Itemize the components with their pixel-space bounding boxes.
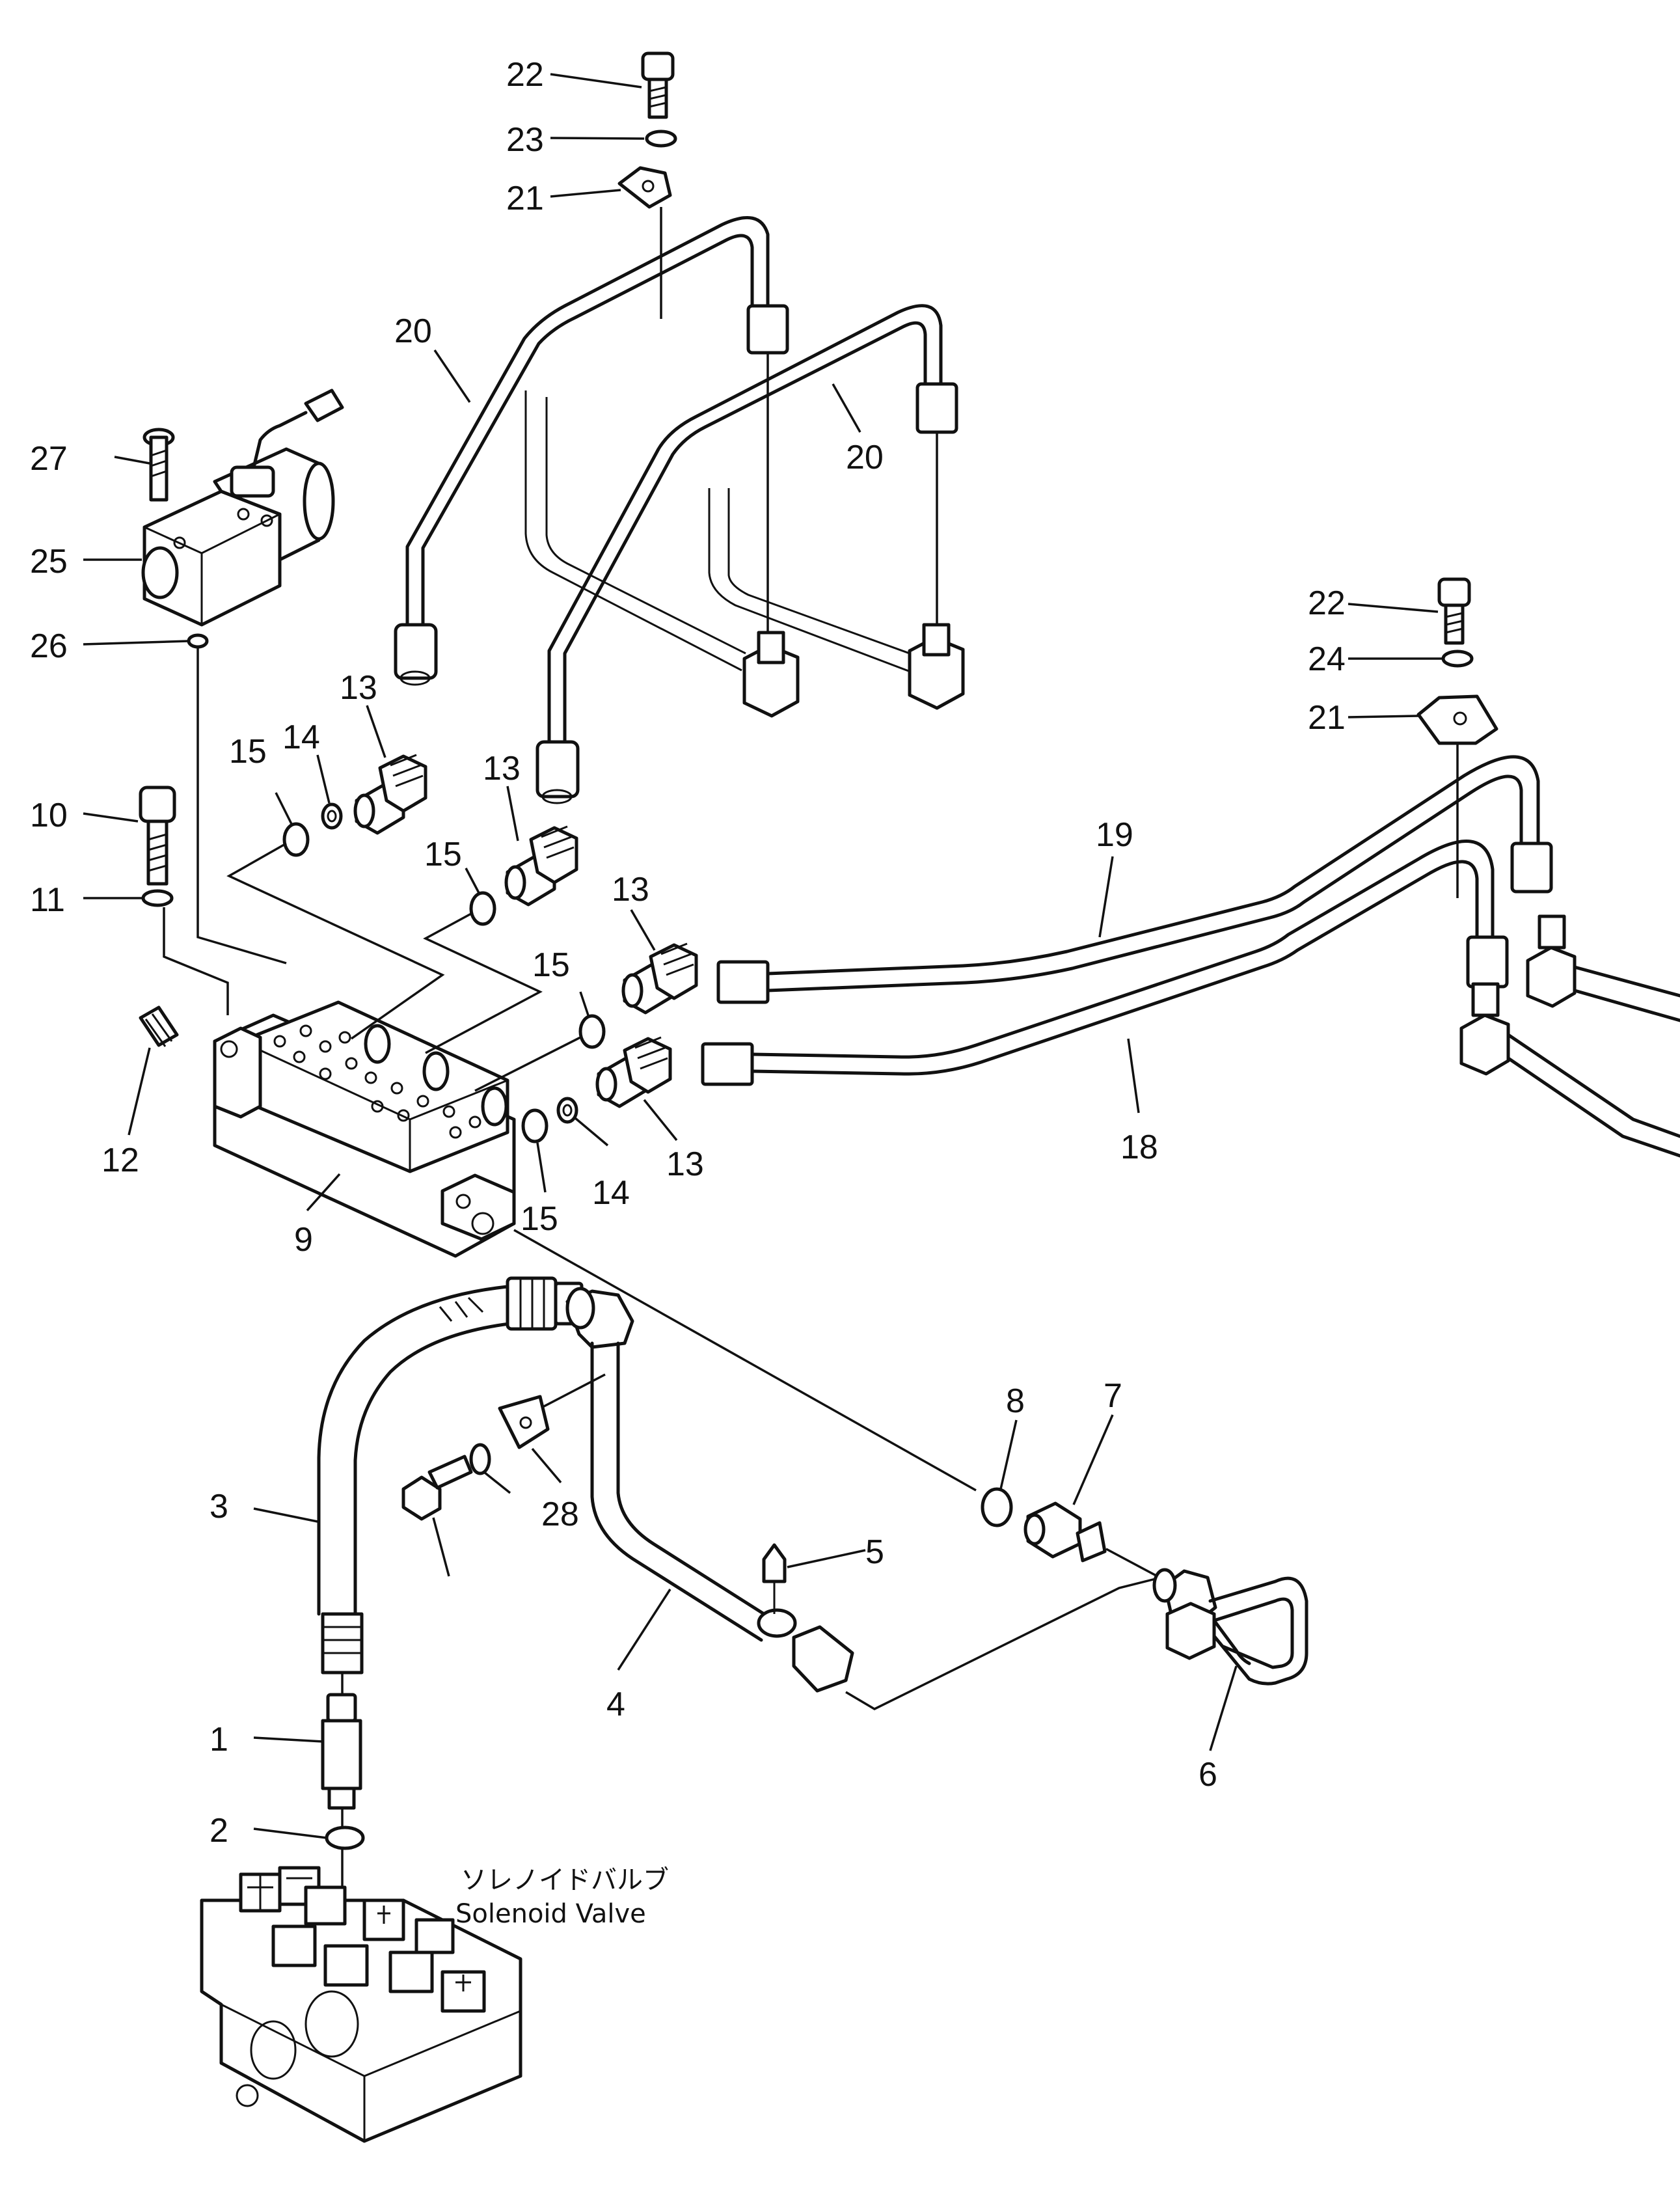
connector-7 [1023, 1501, 1165, 1581]
tube-19 [535, 304, 958, 804]
o-ring-15-d [521, 1108, 549, 1143]
orifice-14-b [556, 1097, 578, 1124]
washer-11 [141, 889, 174, 907]
bolt-25 [142, 428, 175, 502]
o-ring-2 [325, 1826, 365, 1850]
tube-6 [1152, 1568, 1308, 1686]
callout-20-top: 21 [506, 180, 544, 217]
washer-28 [469, 1443, 491, 1475]
caption-solenoid-valve-jp: ソレノイドバルブ [461, 1865, 669, 1895]
callout-2: 2 [210, 1812, 228, 1850]
callout-13-a: 13 [340, 669, 377, 707]
callout-14-b: 14 [592, 1174, 630, 1212]
callout-leaders [83, 73, 1442, 1839]
leader-24-to-block [196, 648, 287, 964]
caption-solenoid-valve-en: Solenoid Valve [455, 1899, 646, 1929]
o-ring-15-a [282, 822, 310, 857]
callout-26: 28 [541, 1496, 579, 1533]
bolt-21-right [1437, 577, 1471, 645]
elbow-13-c [621, 942, 698, 1015]
callout-24: 26 [30, 627, 68, 665]
assembly-leaders-block [226, 842, 581, 1092]
existing-pipes-right [1459, 914, 1680, 1158]
tube-18 [394, 215, 789, 686]
callout-16: 18 [1120, 1128, 1158, 1166]
solenoid-valve-assembly [200, 1866, 522, 2143]
callout-8: 8 [1006, 1382, 1025, 1420]
leader-11-to-block [163, 907, 229, 1015]
callout-15-b: 15 [424, 836, 462, 873]
tube-17 [716, 755, 1553, 1004]
callout-9: 9 [294, 1221, 313, 1259]
callout-22-right: 24 [1308, 640, 1346, 678]
elbow-13-d [595, 1036, 672, 1108]
callout-5: 5 [865, 1533, 884, 1571]
clamp-20-right [1416, 694, 1498, 745]
callout-12: 12 [102, 1142, 139, 1179]
plug-5 [762, 1543, 787, 1614]
callout-20-right: 21 [1308, 699, 1346, 737]
leader-block-to-8 [513, 1229, 977, 1492]
callout-15-d: 15 [521, 1200, 558, 1238]
existing-pipes-top [524, 207, 965, 718]
o-ring-8 [981, 1487, 1013, 1527]
callout-25: 27 [30, 440, 68, 478]
callout-21-right: 22 [1308, 584, 1346, 622]
clamp-26 [498, 1373, 606, 1449]
elbow-13-b [504, 825, 578, 907]
callout-13-c: 13 [612, 871, 649, 909]
callout-4: 4 [606, 1686, 625, 1723]
orifice-14-a [321, 802, 343, 830]
bolt-27 [401, 1455, 473, 1521]
callout-14-a: 14 [282, 718, 320, 756]
adapter-1 [321, 1693, 362, 1810]
callout-7: 7 [1104, 1377, 1122, 1415]
tube-4 [565, 1287, 1172, 1710]
plug-12 [139, 1005, 179, 1047]
solenoid-valve-23 [141, 389, 344, 627]
callout-17: 19 [1096, 816, 1133, 854]
callout-10: 10 [30, 797, 68, 834]
callout-21-top: 22 [506, 56, 544, 94]
washer-22-right [1441, 650, 1474, 668]
callout-15-c: 15 [532, 946, 570, 984]
block-9-ports [273, 1024, 481, 1139]
callout-11: 11 [30, 881, 65, 919]
callout-6: 6 [1199, 1756, 1217, 1794]
callout-23: 25 [30, 543, 68, 581]
o-ring-15-b [469, 891, 496, 926]
bolt-21-top [641, 51, 675, 119]
callout-22-top: 23 [506, 121, 544, 159]
block-9 [213, 1000, 516, 1258]
callout-19: 20 [846, 439, 884, 476]
callout-13-d: 13 [666, 1145, 704, 1183]
callout-labels: 22 23 21 20 20 27 25 26 10 11 12 9 13 13… [30, 56, 1346, 1850]
washer-22-top [645, 130, 677, 148]
callout-15-a: 15 [229, 733, 267, 771]
o-ring-24 [187, 633, 209, 649]
callout-3: 3 [210, 1488, 228, 1525]
bolt-10 [139, 786, 176, 886]
callout-1: 1 [210, 1721, 228, 1758]
elbow-13-a [353, 754, 427, 835]
callout-13-b: 13 [483, 750, 521, 787]
callout-18: 20 [394, 312, 432, 350]
clamp-20-top [617, 166, 672, 209]
o-ring-15-c [578, 1014, 606, 1049]
tube-16 [701, 840, 1509, 1086]
